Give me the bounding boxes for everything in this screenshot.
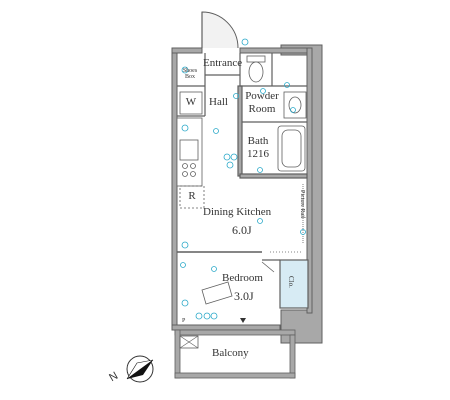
shoes-box-line-2: Box — [184, 74, 195, 80]
sink-icon — [283, 91, 307, 119]
toilet-icon — [246, 55, 266, 83]
exterior-column — [280, 44, 323, 344]
washer-box — [179, 91, 203, 115]
bath-line-1: Bath — [247, 135, 269, 147]
door-swing-icon — [201, 11, 239, 49]
bedroom-door — [185, 251, 275, 273]
refrigerator-label: R — [188, 190, 196, 202]
balcony — [174, 318, 296, 379]
bedroom-size: 3.0J — [234, 289, 254, 303]
stove-icon — [179, 139, 199, 177]
pipe-space-label: P — [182, 318, 186, 324]
shoes-box-label: Shoes Box — [179, 68, 201, 80]
dining-kitchen-size: 6.0J — [232, 223, 252, 237]
compass-icon — [126, 355, 154, 383]
powder-line-2: Room — [248, 103, 276, 115]
bedroom-label: Bedroom — [222, 272, 263, 284]
interior-walls — [176, 53, 309, 309]
closet-label: Clo. — [287, 276, 295, 288]
outlet-icon — [180, 38, 306, 320]
balcony-label: Balcony — [212, 347, 249, 359]
picture-rail-label: Picture Rail — [299, 190, 305, 219]
picture-rail — [270, 184, 304, 253]
powder-room-label: Powder Room — [242, 91, 282, 115]
shoes-box-line-1: Shoes — [182, 68, 198, 74]
washer-label: W — [185, 96, 197, 108]
hall-label: Hall — [209, 96, 228, 108]
dining-kitchen-label: Dining Kitchen — [203, 206, 272, 218]
entrance-label: Entrance — [203, 57, 243, 69]
bath-label: Bath 1216 — [244, 136, 272, 160]
desk — [201, 281, 233, 305]
bath-line-2: 1216 — [247, 148, 269, 160]
outer-walls — [171, 47, 313, 331]
powder-line-1: Powder — [245, 90, 279, 102]
bathtub-icon — [277, 125, 306, 172]
